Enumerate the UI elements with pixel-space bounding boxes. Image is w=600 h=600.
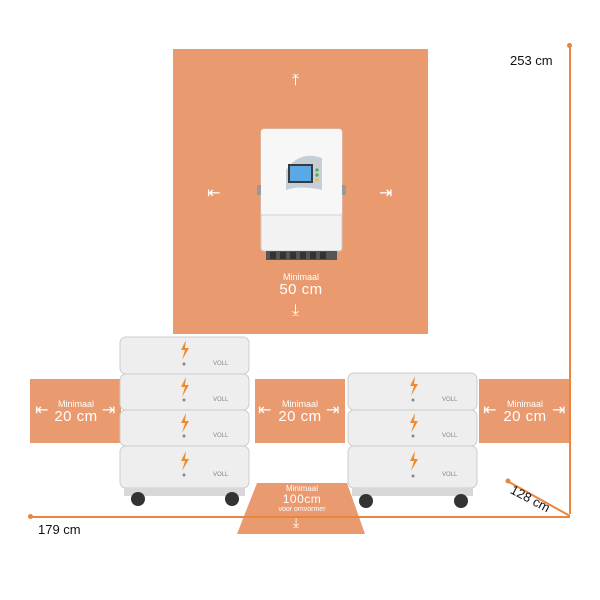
bolt-icon	[181, 377, 189, 397]
left-clearance-zone	[30, 379, 121, 443]
front-clearance-zone	[237, 483, 365, 534]
wheel	[359, 494, 373, 508]
height-dimension-endpoint	[567, 43, 572, 48]
battery-stack-right	[347, 372, 478, 508]
arrow-down-icon: ⤓	[293, 514, 300, 530]
front-clearance-small: Minimaal	[285, 484, 318, 493]
front-clearance-label: Minimaal 100cm voor omvormer	[262, 484, 342, 513]
left-clearance-label: Minimaal 20 cm	[50, 399, 102, 426]
arrow-up-icon: ⤒	[292, 72, 300, 89]
arrow-right-icon: ⇥	[379, 185, 393, 202]
left-clearance-small: Minimaal	[57, 399, 94, 409]
battery-brand-label: VOLL	[213, 472, 229, 478]
front-clearance-value: 100cm	[282, 492, 322, 507]
arrow-left-icon: ⇤	[258, 402, 272, 419]
arrow-left-icon: ⇤	[35, 402, 49, 419]
battery-brand-label: VOLL	[213, 433, 229, 439]
width-dimension-line	[30, 516, 570, 518]
arrow-left-icon: ⇤	[483, 402, 497, 419]
right-clearance-zone	[479, 379, 570, 443]
arrow-down-icon: ⤓	[292, 302, 300, 319]
bolt-icon	[181, 413, 189, 433]
battery-brand-label: VOLL	[442, 472, 458, 478]
battery-brand-label: VOLL	[213, 361, 229, 367]
height-dimension-line	[569, 46, 571, 514]
inverter	[257, 128, 346, 260]
wheel	[454, 494, 468, 508]
bolt-icon	[410, 413, 418, 433]
bolt-icon	[410, 451, 418, 471]
wheel	[131, 492, 145, 506]
left-clearance-value: 20 cm	[54, 408, 98, 426]
inverter-clearance-label: Minimaal 50 cm	[258, 272, 344, 299]
wheel	[225, 492, 239, 506]
inverter-clearance-value: 50 cm	[279, 281, 323, 299]
inverter-display	[288, 164, 313, 183]
right-clearance-value: 20 cm	[503, 408, 547, 426]
arrow-right-icon: ⇥	[102, 402, 116, 419]
width-dimension-label: 179 cm	[38, 522, 81, 537]
battery-brand-label: VOLL	[213, 397, 229, 403]
battery-stack-left	[119, 336, 250, 506]
middle-clearance-value: 20 cm	[278, 408, 322, 426]
right-clearance-label: Minimaal 20 cm	[499, 399, 551, 426]
middle-clearance-zone	[255, 379, 345, 443]
right-clearance-small: Minimaal	[506, 399, 543, 409]
bolt-icon	[410, 376, 418, 396]
arrow-right-icon: ⇥	[552, 402, 566, 419]
bolt-icon	[181, 451, 189, 471]
front-clearance-sub: voor omvormer	[278, 505, 326, 513]
middle-clearance-label: Minimaal 20 cm	[274, 399, 326, 426]
battery-brand-label: VOLL	[442, 397, 458, 403]
width-dimension-endpoint	[28, 514, 33, 519]
bolt-icon	[181, 340, 189, 360]
arrow-right-icon: ⇥	[326, 402, 340, 419]
height-dimension-label: 253 cm	[510, 53, 553, 68]
inverter-clearance-small: Minimaal	[282, 272, 319, 282]
battery-brand-label: VOLL	[442, 433, 458, 439]
middle-clearance-small: Minimaal	[281, 399, 318, 409]
arrow-left-icon: ⇤	[207, 185, 221, 202]
